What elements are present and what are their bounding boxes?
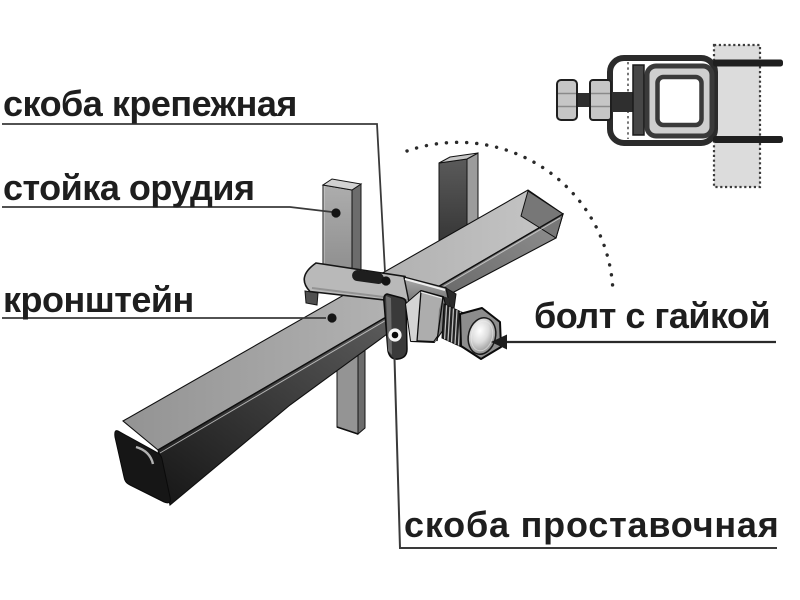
callout-dot: [327, 313, 337, 323]
label-spacer-clamp: скоба проставочная: [404, 504, 780, 545]
inset-clamp-arm-top: [713, 59, 783, 67]
implement-stand-lower: [336, 344, 366, 436]
label-bolt-with-nut: болт с гайкой: [534, 295, 771, 336]
inset-bolt-shank: [609, 92, 635, 112]
inset-tube-inner: [655, 74, 704, 128]
inset-clamp-arm-bottom: [713, 136, 783, 143]
arrowhead-icon: [491, 334, 507, 350]
leader-implement-stand: [2, 206, 333, 213]
label-implement-stand: стойка орудия: [3, 167, 255, 208]
leader-lines: [2, 123, 777, 549]
inset-spacer-bar: [632, 64, 645, 136]
bracket-tube: [114, 189, 565, 507]
spacer-clamp-part: [383, 293, 408, 360]
callout-dot: [331, 208, 341, 218]
label-bracket: кронштейн: [3, 279, 194, 320]
label-fixing-clamp: скоба крепежная: [3, 83, 297, 124]
inset-cross-section: [556, 43, 783, 189]
inset-bolt-head: [556, 79, 578, 121]
inset-bolt-shaft: [577, 93, 592, 107]
inset-nut: [589, 79, 612, 121]
leader-fixing-clamp: [2, 123, 386, 273]
callout-dot: [391, 331, 399, 339]
inset-stand-section: [712, 43, 762, 189]
callout-dot: [381, 276, 391, 286]
leader-spacer-clamp: [393, 340, 777, 549]
bolt-head: [459, 307, 502, 360]
swing-arc: [405, 140, 615, 295]
